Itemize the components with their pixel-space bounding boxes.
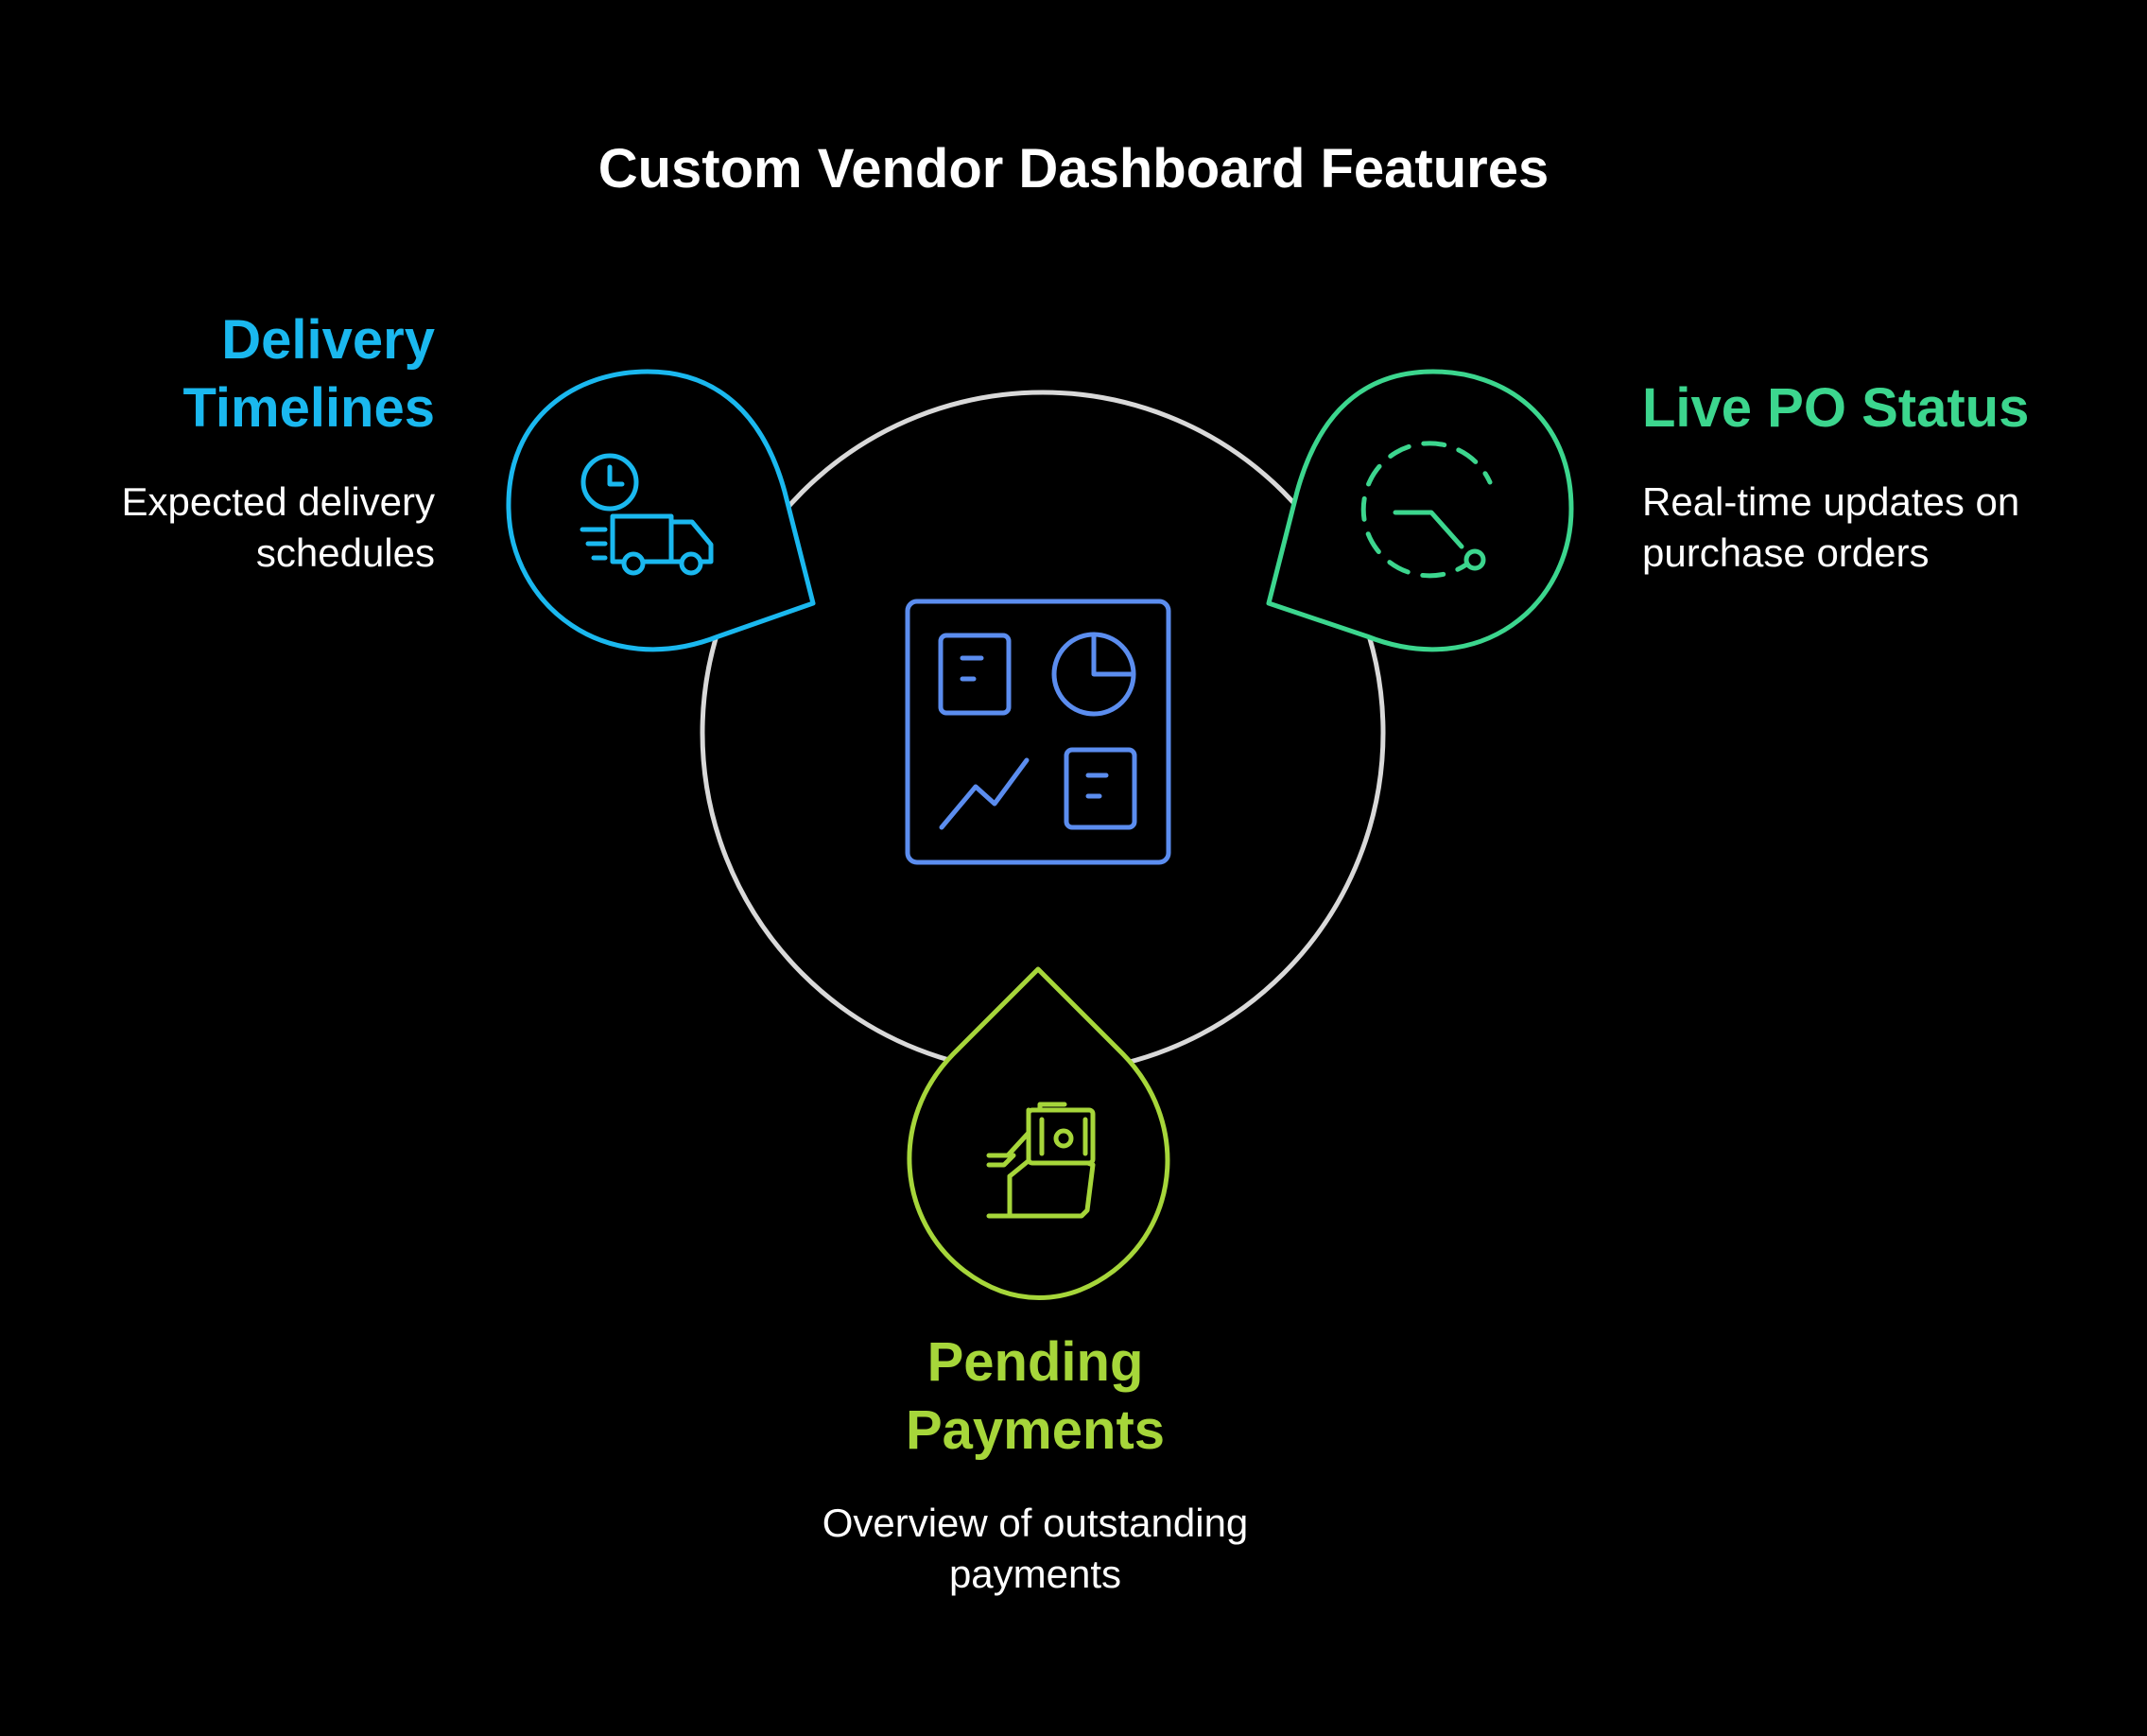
delivery-description: Expected delivery schedules bbox=[57, 477, 435, 579]
hand-money-icon bbox=[986, 1102, 1096, 1219]
payments-desc-line1: Overview of outstanding bbox=[822, 1501, 1249, 1545]
payments-description: Overview of outstanding payments bbox=[752, 1498, 1319, 1600]
delivery-teardrop bbox=[506, 369, 816, 652]
delivery-truck-clock-icon bbox=[580, 453, 714, 576]
delivery-heading-line1: Delivery bbox=[221, 309, 435, 371]
po-status-desc-line2: purchase orders bbox=[1642, 530, 1930, 575]
payments-heading: Pending Payments bbox=[789, 1328, 1281, 1465]
po-status-heading-text: Live PO Status bbox=[1642, 377, 2030, 439]
status-progress-icon bbox=[1360, 441, 1493, 579]
po-status-description: Real-time updates on purchase orders bbox=[1642, 477, 2115, 579]
payments-desc-line2: payments bbox=[948, 1552, 1122, 1596]
delivery-heading-line2: Timelines bbox=[182, 377, 436, 439]
delivery-desc-line1: Expected delivery bbox=[121, 479, 435, 524]
delivery-heading: Delivery Timelines bbox=[57, 306, 436, 443]
delivery-desc-line2: schedules bbox=[255, 530, 435, 575]
payments-heading-line1: Pending bbox=[926, 1331, 1144, 1393]
dashboard-icon bbox=[905, 599, 1171, 865]
diagram-title: Custom Vendor Dashboard Features bbox=[597, 138, 1550, 200]
po-status-desc-line1: Real-time updates on bbox=[1642, 479, 2020, 524]
payments-heading-line2: Payments bbox=[905, 1399, 1166, 1461]
po-status-heading: Live PO Status bbox=[1642, 374, 2115, 443]
